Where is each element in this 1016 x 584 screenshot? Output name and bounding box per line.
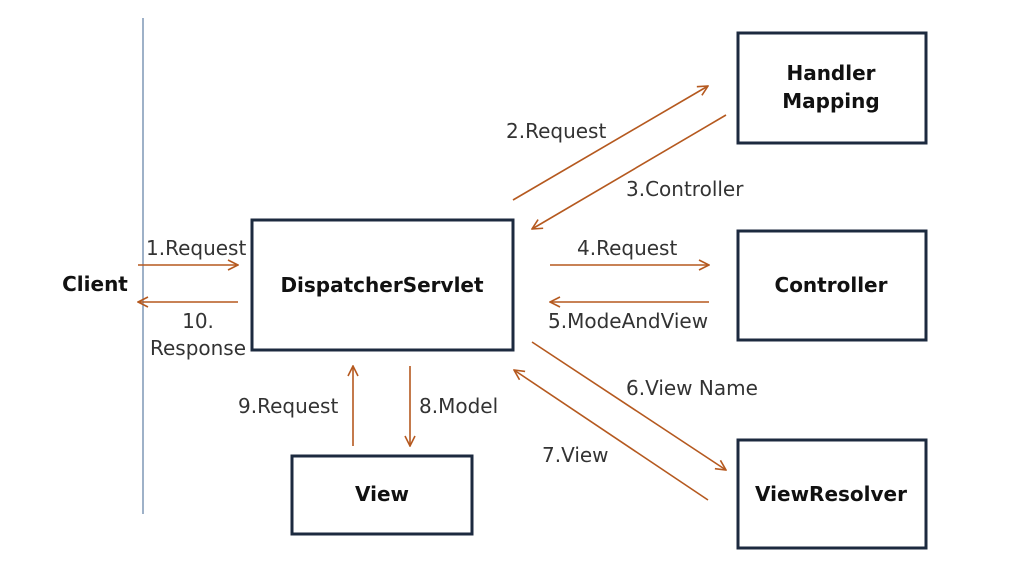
flow-label-10-line1: 10. <box>182 309 214 333</box>
flow-label-5: 5.ModeAndView <box>548 309 708 333</box>
dispatcher-servlet-label: DispatcherServlet <box>280 273 484 297</box>
controller-node: Controller <box>736 229 928 342</box>
handler-mapping-node: Handler Mapping <box>736 31 928 145</box>
arrow-3-controller <box>532 114 727 229</box>
flow-label-8: 8.Model <box>419 394 498 418</box>
arrow-2-request <box>512 86 708 201</box>
arrow-6-view-name <box>531 341 726 470</box>
view-label: View <box>355 482 409 506</box>
flow-label-7: 7.View <box>542 443 609 467</box>
flow-label-4: 4.Request <box>577 236 677 260</box>
view-resolver-label: ViewResolver <box>755 482 907 506</box>
flow-label-9: 9.Request <box>238 394 338 418</box>
flow-label-10-line2: Response <box>150 336 246 360</box>
arrow-7-view <box>514 370 709 501</box>
view-resolver-node: ViewResolver <box>736 438 928 550</box>
handler-mapping-label-line2: Mapping <box>782 89 879 113</box>
flow-label-2: 2.Request <box>506 119 606 143</box>
flow-label-1: 1.Request <box>146 236 246 260</box>
flow-label-6: 6.View Name <box>626 376 758 400</box>
handler-mapping-label-line1: Handler <box>786 61 875 85</box>
client-label: Client <box>62 272 128 296</box>
dispatcher-servlet-node: DispatcherServlet <box>250 218 515 352</box>
controller-label: Controller <box>775 273 888 297</box>
flow-label-3: 3.Controller <box>626 177 744 201</box>
view-node: View <box>290 454 474 536</box>
